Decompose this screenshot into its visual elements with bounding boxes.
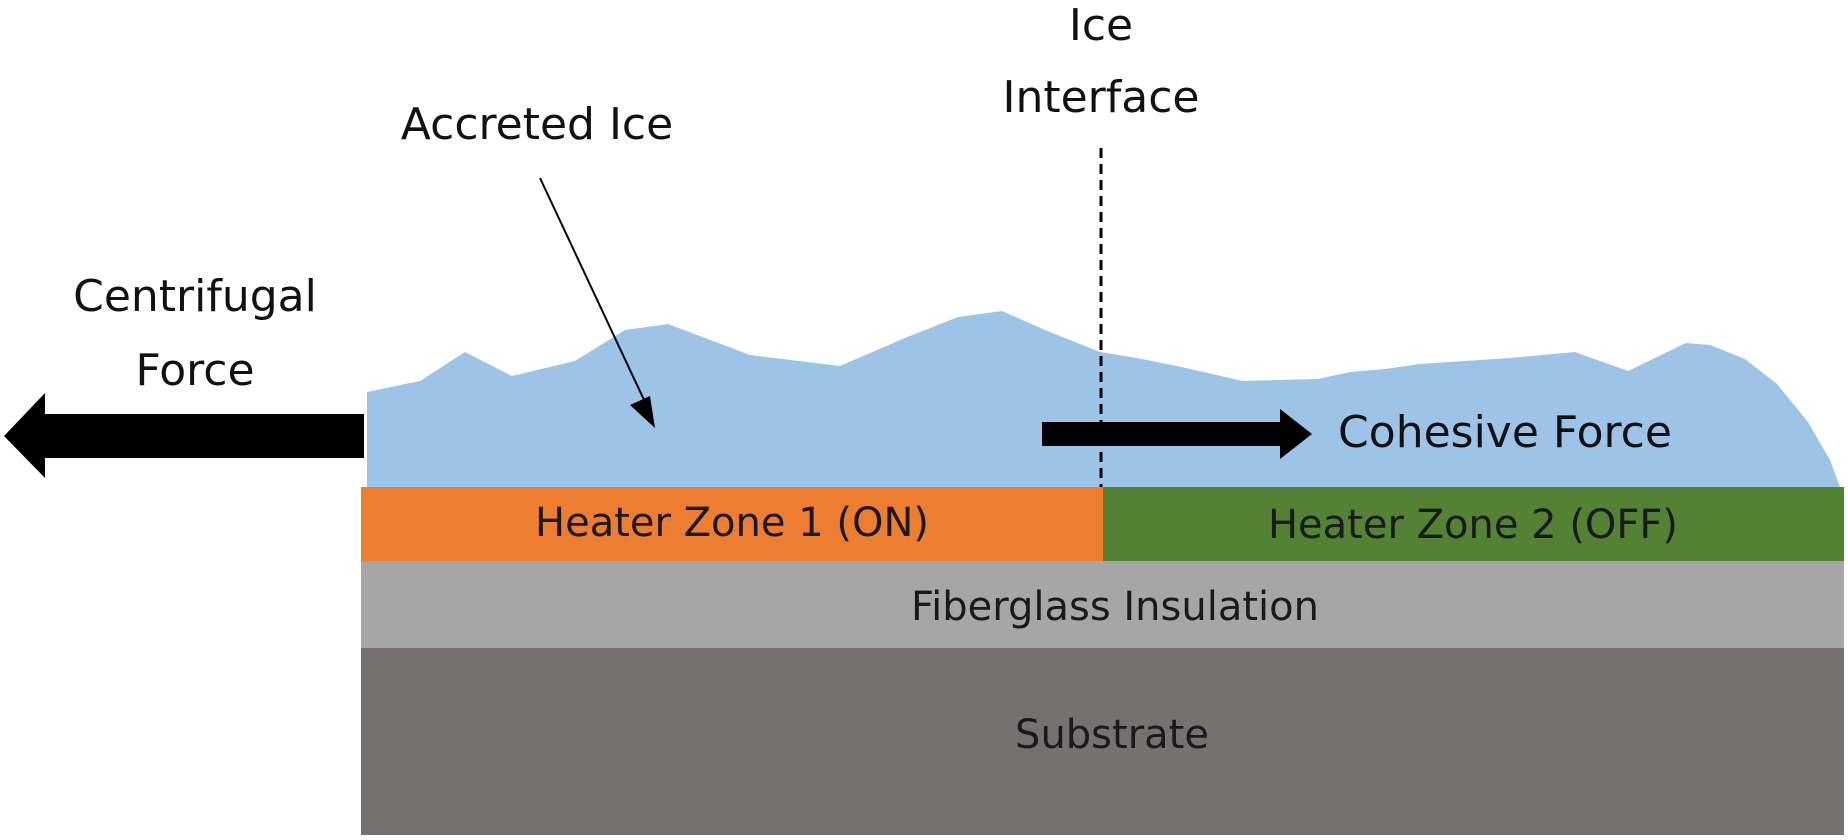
ice-interface-label-line2: Interface	[1003, 72, 1200, 123]
centrifugal-force-label-line2: Force	[135, 345, 254, 396]
accreted-ice-label: Accreted Ice	[401, 99, 673, 150]
centrifugal-force-arrow	[4, 393, 364, 478]
fiberglass-insulation-layer	[361, 561, 1844, 648]
fiberglass-insulation-label: Fiberglass Insulation	[911, 584, 1319, 630]
ice-interface-label-line1: Ice	[1069, 0, 1133, 51]
cohesive-force-arrow	[1042, 409, 1312, 459]
accreted-ice-layer	[367, 311, 1840, 488]
substrate-label: Substrate	[1015, 712, 1209, 758]
cohesive-force-label: Cohesive Force	[1338, 407, 1672, 458]
heater-zone-2-label: Heater Zone 2 (OFF)	[1268, 502, 1678, 548]
accreted-ice-pointer-head	[630, 396, 655, 428]
centrifugal-force-label-line1: Centrifugal	[73, 271, 317, 322]
accreted-ice-pointer-line	[539, 177, 646, 403]
heater-zone-1	[361, 487, 1103, 561]
heater-zone-1-label: Heater Zone 1 (ON)	[535, 500, 929, 546]
substrate-layer	[361, 648, 1844, 835]
heater-zone-2	[1103, 487, 1844, 561]
